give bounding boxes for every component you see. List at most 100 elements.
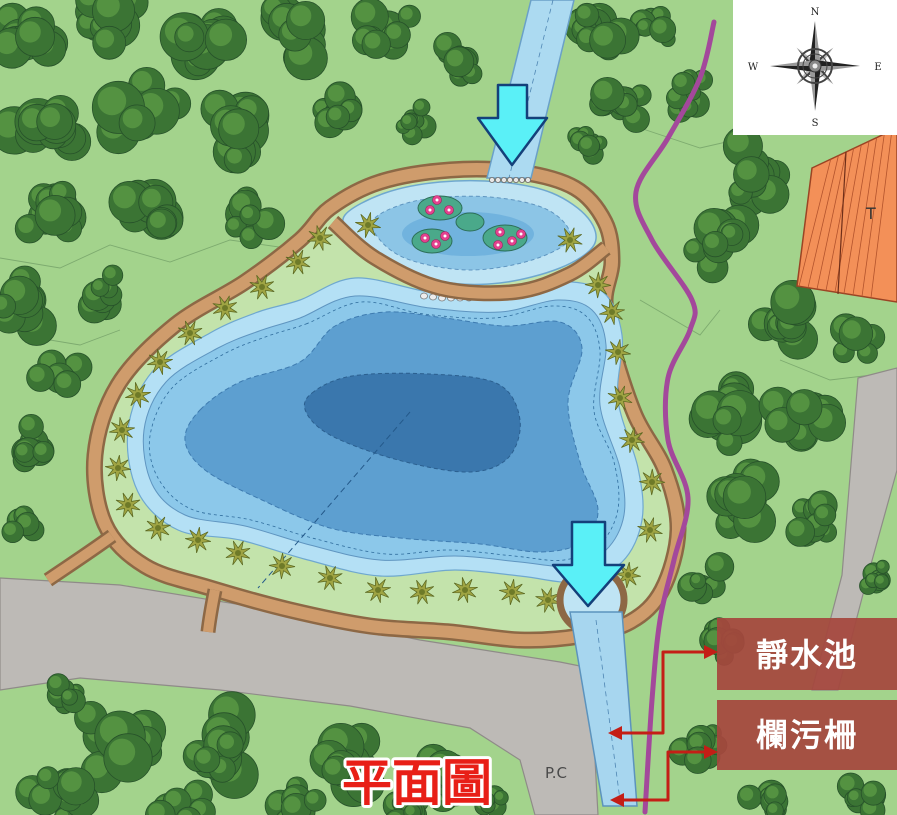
tree-canopy-highlight <box>577 5 591 19</box>
grate-stone <box>506 176 513 183</box>
tree-cluster <box>382 789 430 815</box>
tree-canopy-highlight <box>766 786 779 799</box>
tree-canopy-highlight <box>689 734 703 748</box>
tree-canopy-highlight <box>719 432 734 447</box>
palm-crown <box>419 589 425 595</box>
tree-canopy-highlight <box>727 480 751 504</box>
palm-tree <box>115 492 141 518</box>
pond-edge-palms <box>104 212 666 613</box>
palm-tree <box>212 295 238 321</box>
tree-cluster <box>415 743 470 813</box>
tree-cluster <box>91 67 192 155</box>
basin-divider-path <box>329 217 610 299</box>
callout-trash-rack: 欄污柵 <box>610 700 897 807</box>
palm-tree <box>607 385 633 411</box>
tree-canopy-highlight <box>21 416 35 431</box>
compass-west-label: W <box>748 62 759 73</box>
palm-crown <box>365 222 371 228</box>
palm-crown <box>462 587 468 593</box>
tree-canopy-highlight <box>97 86 127 116</box>
palm-crown <box>157 359 163 365</box>
tree-cluster <box>706 458 780 543</box>
palm-crown <box>135 392 141 398</box>
callout-pointer-line <box>620 650 706 735</box>
tree-canopy-highlight <box>29 366 45 382</box>
tree-canopy-highlight <box>79 0 98 6</box>
tree-cluster <box>225 186 286 250</box>
lotus-flower <box>431 239 441 249</box>
palm-crown <box>629 437 635 443</box>
outlet-channel-water <box>569 611 638 807</box>
tree-cluster <box>737 779 789 815</box>
lotus-flower <box>425 205 435 215</box>
tree-canopy-highlight <box>436 35 452 51</box>
palm-tree <box>125 382 151 408</box>
tree-canopy-highlight <box>0 31 18 55</box>
hatch-line <box>870 130 893 298</box>
lotus-flower <box>495 227 505 237</box>
double-headed-arrow-icon <box>610 745 718 807</box>
lotus-flower <box>444 205 454 215</box>
lotus-center <box>434 242 438 246</box>
tree-canopy-highlight <box>18 217 34 233</box>
palm-crown <box>375 587 381 593</box>
building-ridge-line <box>837 151 847 295</box>
tree-canopy-highlight <box>0 296 8 310</box>
palm-tree <box>637 517 663 543</box>
tree-cluster <box>260 0 328 81</box>
grate-stone <box>494 176 501 183</box>
tree-cluster <box>589 76 652 133</box>
tree-canopy-highlight <box>61 771 82 792</box>
tree-cluster <box>108 178 184 240</box>
tree-canopy-highlight <box>695 395 720 419</box>
hatch-line <box>852 137 877 296</box>
hatch-line <box>861 133 885 297</box>
lotus-center <box>447 208 451 212</box>
callout-pointer-head <box>610 793 624 807</box>
tree-canopy-highlight <box>327 84 345 102</box>
tree-cluster <box>200 89 270 174</box>
palm-tree <box>452 577 478 603</box>
tree-canopy-highlight <box>85 755 108 779</box>
tree-cluster <box>836 772 887 815</box>
tree-canopy-highlight <box>715 409 732 425</box>
palm-crown <box>235 550 241 556</box>
tree-canopy-highlight <box>354 2 376 23</box>
palm-crown <box>509 589 515 595</box>
tree-cluster <box>629 6 677 48</box>
lotus-center <box>510 239 514 243</box>
palm-crown <box>327 575 333 581</box>
palm-crown <box>115 465 121 471</box>
callout-pointer-head <box>704 745 718 759</box>
callout-box <box>717 618 897 690</box>
lotus-flower <box>507 236 517 246</box>
tree-canopy-highlight <box>49 675 62 689</box>
tree-cluster <box>433 32 483 87</box>
contour-line <box>639 299 721 336</box>
palm-crown <box>295 259 301 265</box>
tree-canopy-highlight <box>93 280 103 291</box>
tree-cluster <box>758 386 847 452</box>
hatch-line <box>816 151 847 290</box>
tree-canopy-highlight <box>708 555 724 572</box>
palm-tree <box>605 339 631 365</box>
tree-canopy-highlight <box>816 506 829 519</box>
palm-tree <box>619 427 645 453</box>
tree-cluster <box>466 782 509 815</box>
palm-tree <box>184 526 212 554</box>
compass-rose-icon: N S W E <box>733 0 897 135</box>
flow-down-arrow-icon <box>476 83 549 167</box>
tree-canopy-highlight <box>788 520 805 537</box>
tree-canopy-highlight <box>222 112 245 135</box>
plan-view-title: 平面圖 <box>342 754 492 812</box>
tree-canopy-highlight <box>219 734 234 749</box>
tree-canopy-highlight <box>723 225 736 238</box>
compass-south-label: S <box>812 118 819 129</box>
tree-canopy-highlight <box>762 390 784 412</box>
tree-canopy-highlight <box>446 49 464 67</box>
tree-cluster <box>159 8 247 81</box>
tree-canopy-highlight <box>705 234 719 248</box>
tree-cluster <box>564 2 640 61</box>
tree-canopy-highlight <box>469 785 481 797</box>
lotus-flower <box>440 231 450 241</box>
